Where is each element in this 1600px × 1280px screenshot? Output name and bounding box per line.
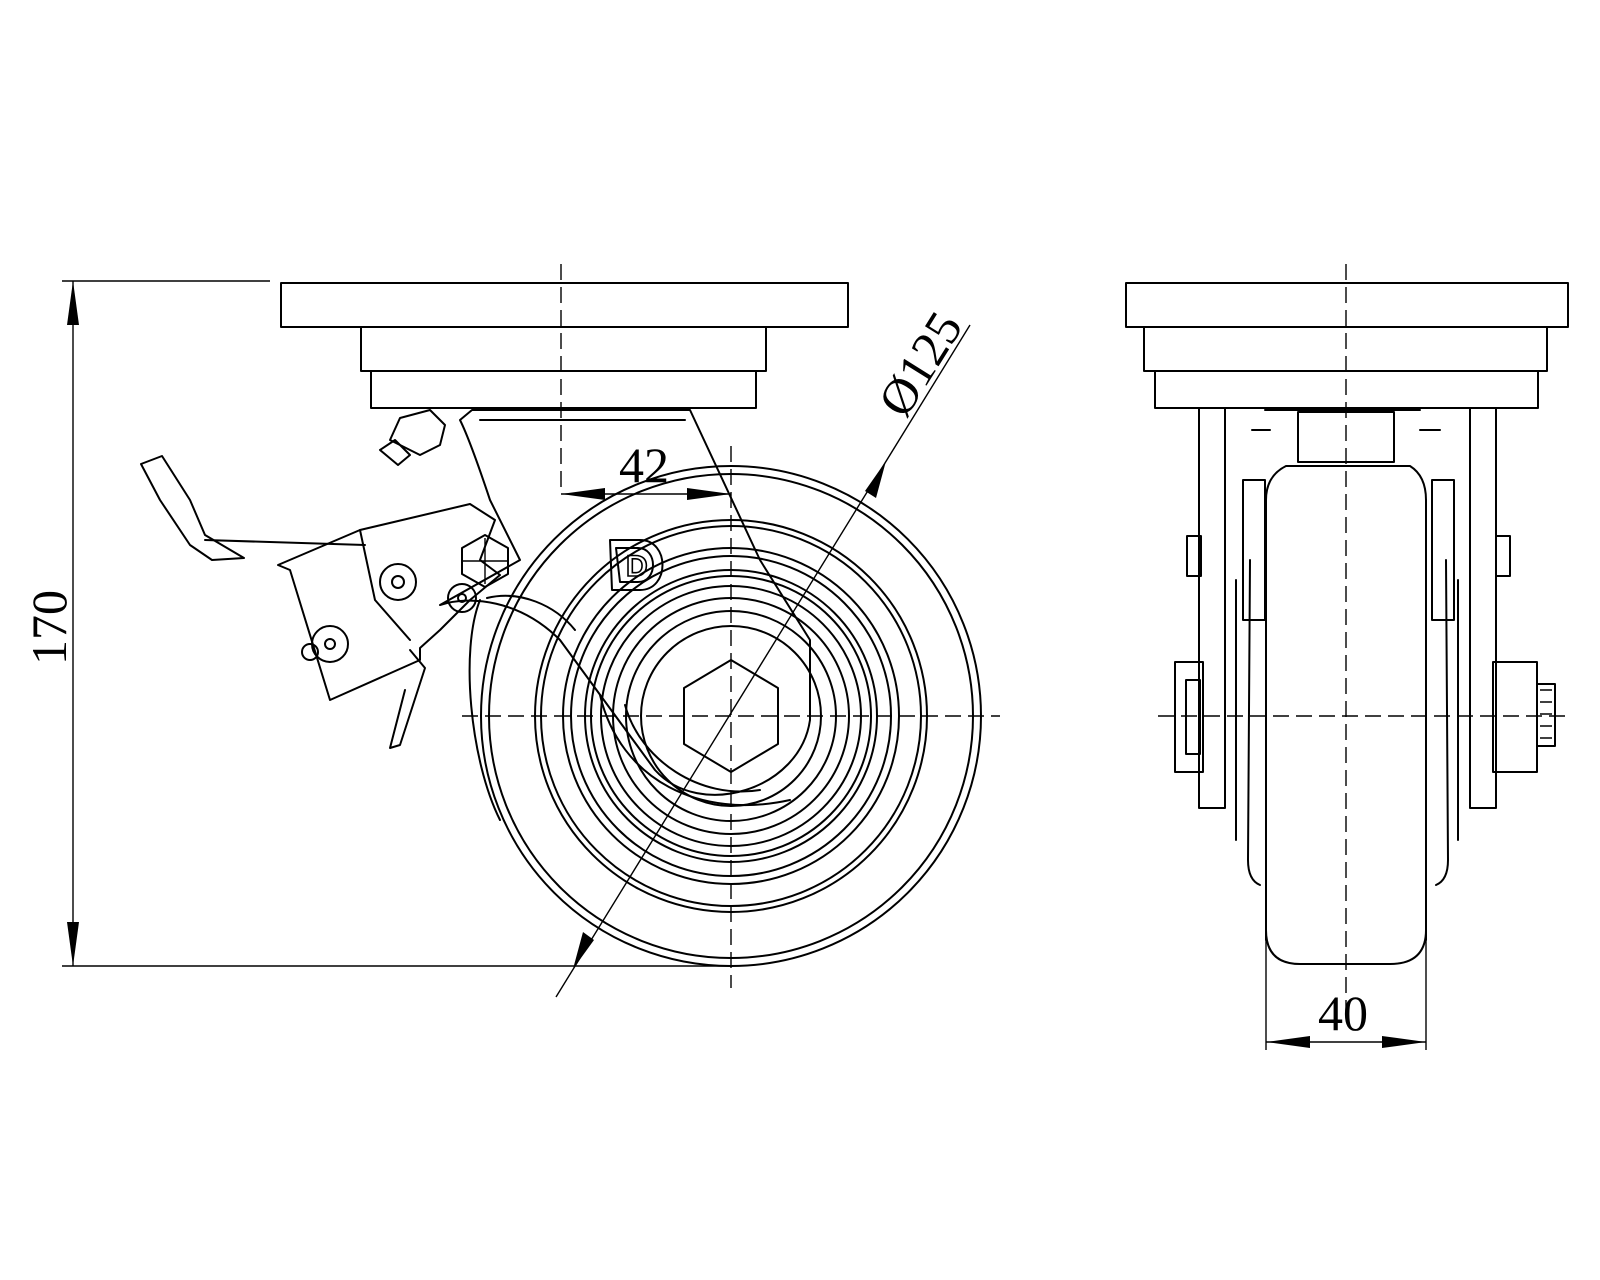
side-view: D [140, 264, 1000, 988]
dimension-width-label: 40 [1318, 985, 1368, 1041]
mounting-plate-front [1125, 282, 1569, 409]
dimension-diameter-label: Ø125 [867, 302, 973, 426]
brake-assembly [140, 409, 509, 749]
front-view [1125, 264, 1570, 1020]
fork-side [439, 409, 811, 821]
dimension-offset: 42 [561, 437, 731, 500]
brake-bolt [461, 534, 509, 588]
dimension-height-label: 170 [21, 590, 77, 665]
axle-front [1174, 661, 1556, 773]
wheel-front [1235, 465, 1459, 965]
mounting-plate [280, 282, 849, 409]
dimension-height: 170 [21, 280, 731, 967]
dimension-offset-label: 42 [619, 437, 669, 493]
dimension-width: 40 [1265, 925, 1427, 1050]
brand-logo-mark: D [626, 550, 648, 583]
brand-logo: D [609, 539, 664, 591]
